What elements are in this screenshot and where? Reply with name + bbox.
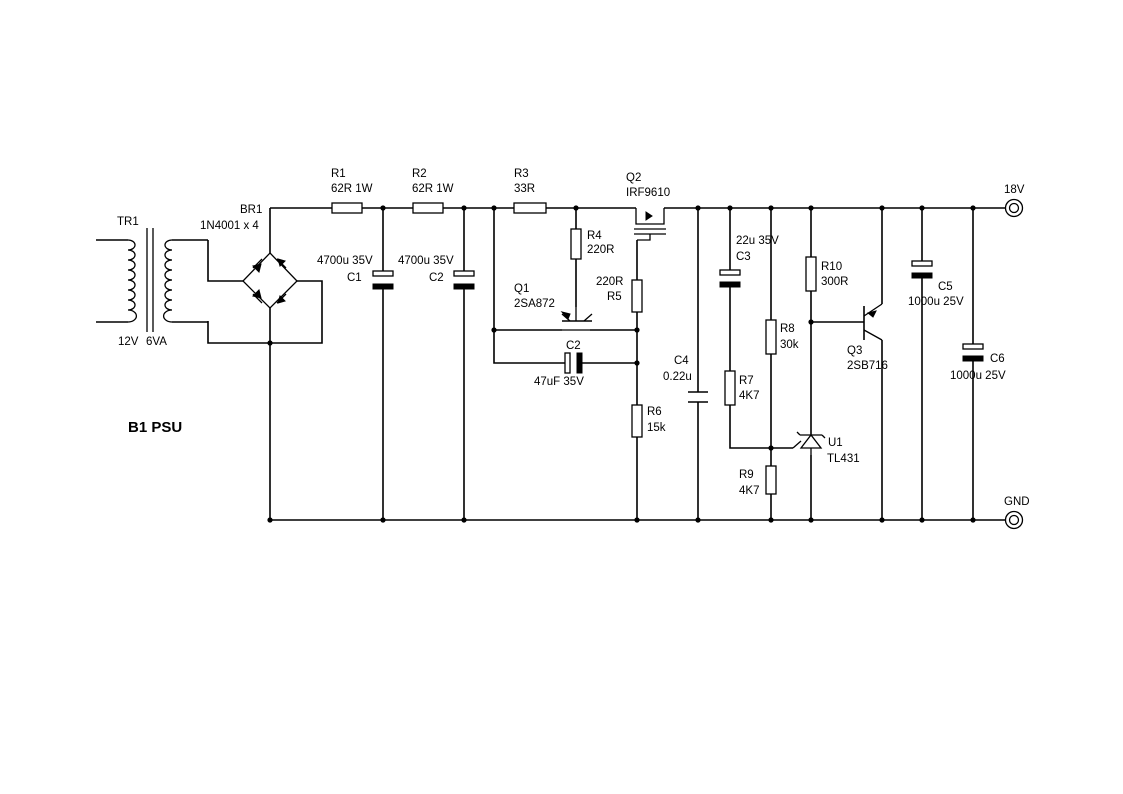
r4-value: 220R (587, 244, 615, 256)
junction-dots (267, 205, 976, 523)
capacitor-c6: C6 1000u 25V (950, 343, 1006, 382)
c3-value: 22u 35V (736, 235, 779, 247)
q2-ref: Q2 (626, 172, 641, 184)
resistor-r1: R1 62R 1W (331, 168, 373, 214)
shunt-regulator-u1: U1 TL431 (792, 431, 860, 465)
capacitor-c4: C4 0.22u (663, 355, 708, 403)
r1-ref: R1 (331, 168, 346, 180)
c3-ref: C3 (736, 251, 751, 263)
c5-ref: C5 (938, 281, 953, 293)
resistor-r3: R3 33R (513, 168, 547, 214)
terminal-gnd-label: GND (1004, 496, 1030, 508)
br1-value: 1N4001 x 4 (200, 220, 259, 232)
resistor-r6: R6 15k (631, 404, 666, 438)
tr1-ref: TR1 (117, 216, 139, 228)
tr1-rating: 6VA (146, 336, 167, 348)
capacitor-c2-47uf: C2 47uF 35V (534, 340, 584, 388)
resistor-r7: R7 4K7 (724, 370, 759, 406)
r3-value: 33R (514, 183, 535, 195)
r9-ref: R9 (739, 469, 754, 481)
r3-ref: R3 (514, 168, 529, 180)
r4-ref: R4 (587, 230, 602, 242)
terminal-18v-label: 18V (1004, 184, 1025, 196)
q2-value: IRF9610 (626, 187, 670, 199)
capacitor-c3: 22u 35V C3 (719, 235, 779, 288)
q1-value: 2SA872 (514, 298, 555, 310)
r1-value: 62R 1W (331, 183, 373, 195)
c4-ref: C4 (674, 355, 689, 367)
q3-value: 2SB716 (847, 360, 888, 372)
q1-ref: Q1 (514, 283, 529, 295)
r10-ref: R10 (821, 261, 842, 273)
c2-value: 4700u 35V (398, 255, 454, 267)
c6-ref: C6 (990, 353, 1005, 365)
capacitor-c1: 4700u 35V C1 (317, 255, 394, 290)
c2-ref: C2 (429, 272, 444, 284)
transistor-q3: Q3 2SB716 (847, 303, 888, 372)
r7-value: 4K7 (739, 390, 759, 402)
c2b-ref: C2 (566, 340, 581, 352)
r2-value: 62R 1W (412, 183, 454, 195)
tr1-primary: 12V (118, 336, 139, 348)
r5-ref: R5 (607, 291, 622, 303)
capacitor-c5: C5 1000u 25V (908, 260, 964, 308)
r6-ref: R6 (647, 406, 662, 418)
terminal-18v: 18V (1004, 184, 1025, 218)
r6-value: 15k (647, 422, 666, 434)
transistor-q2: Q2 IRF9610 (626, 172, 670, 241)
terminal-gnd: GND (1004, 496, 1030, 530)
c2b-value: 47uF 35V (534, 376, 584, 388)
c6-value: 1000u 25V (950, 370, 1006, 382)
u1-value: TL431 (827, 453, 860, 465)
resistor-r2: R2 62R 1W (412, 168, 454, 214)
transistor-q1: Q1 2SA872 (514, 283, 593, 331)
resistor-r10: R10 300R (805, 256, 849, 292)
transformer-tr1: TR1 12V 6VA (96, 216, 208, 348)
resistor-r8: R8 30k (765, 319, 799, 355)
q3-ref: Q3 (847, 345, 862, 357)
resistor-r9: R9 4K7 (739, 465, 777, 497)
r8-value: 30k (780, 339, 799, 351)
bridge-rectifier-br1: BR1 1N4001 x 4 (200, 204, 298, 309)
capacitor-c2: 4700u 35V C2 (398, 255, 475, 290)
c1-ref: C1 (347, 272, 362, 284)
resistor-r5: 220R R5 (596, 276, 643, 313)
c4-value: 0.22u (663, 371, 692, 383)
u1-ref: U1 (828, 437, 843, 449)
c5-value: 1000u 25V (908, 296, 964, 308)
r5-value: 220R (596, 276, 624, 288)
resistor-r4: R4 220R (570, 228, 615, 260)
r8-ref: R8 (780, 323, 795, 335)
r9-value: 4K7 (739, 485, 759, 497)
r7-ref: R7 (739, 375, 754, 387)
br1-ref: BR1 (240, 204, 262, 216)
schematic-title: B1 PSU (128, 419, 182, 436)
c1-value: 4700u 35V (317, 255, 373, 267)
r10-value: 300R (821, 276, 849, 288)
r2-ref: R2 (412, 168, 427, 180)
